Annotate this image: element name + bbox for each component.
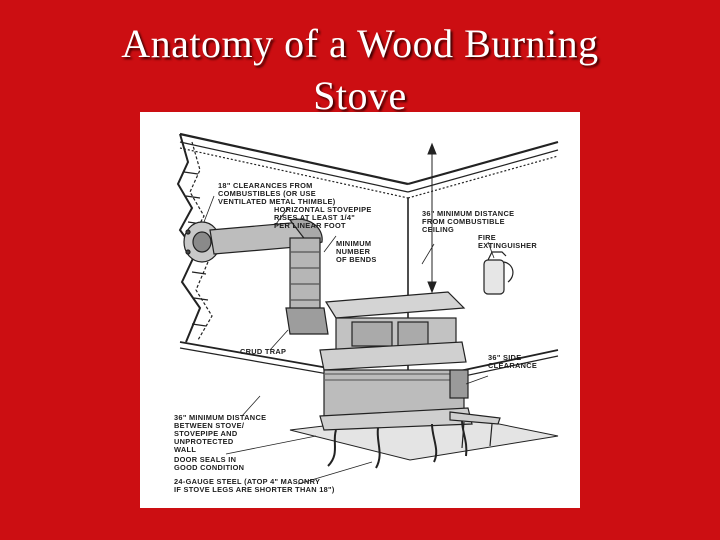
label-clearance-line-2: COMBUSTIBLES (OR USE [218,189,316,198]
label-crud-trap: CRUD TRAP [240,347,286,356]
label-ceiling-line-1: 36" MINIMUM DISTANCE [422,209,514,218]
label-stovepipe-line-1: HORIZONTAL STOVEPIPE [274,205,372,214]
thimble [183,221,221,263]
label-stovepipe-line-3: PER LINEAR FOOT [274,221,346,230]
label-bends-line-1: MINIMUM [336,239,371,248]
stovepipe [209,218,329,335]
label-bends-line-3: OF BENDS [336,255,377,264]
label-steel-line-1: 24-GAUGE STEEL (ATOP 4" MASONRY [174,477,320,486]
label-ceiling-line-3: CEILING [422,225,454,234]
label-bends-line-2: NUMBER [336,247,371,256]
label-steel-line-2: IF STOVE LEGS ARE SHORTER THAN 18") [174,485,335,494]
label-wall-line-2: BETWEEN STOVE/ [174,421,244,430]
label-extinguisher-line-1: FIRE [478,233,496,242]
label-wall-line-5: WALL [174,445,196,454]
label-ceiling-line-2: FROM COMBUSTIBLE [422,217,505,226]
label-clearance-line-1: 18" CLEARANCES FROM [218,181,313,190]
fire-extinguisher-illustration [483,251,514,295]
label-stovepipe-line-2: RISES AT LEAST 1/4" [274,213,355,222]
label-wall-line-4: UNPROTECTED [174,437,234,446]
label-door-seals-line-2: GOOD CONDITION [174,463,244,472]
leader-lines [203,195,495,485]
ceiling-clearance-arrow [427,142,437,294]
label-door-seals-line-1: DOOR SEALS IN [174,455,236,464]
stove-illustration: 18" CLEARANCES FROM COMBUSTIBLES (OR USE… [174,132,559,494]
label-clearance-line-3: VENTILATED METAL THIMBLE) [218,197,336,206]
slide-title-line-2: Stove [313,73,407,118]
stove-diagram: 18" CLEARANCES FROM COMBUSTIBLES (OR USE… [140,112,580,508]
label-wall-line-1: 36" MINIMUM DISTANCE [174,413,266,422]
slide-title: Anatomy of a Wood Burning Stove [0,18,720,122]
label-wall-line-3: STOVEPIPE AND [174,429,238,438]
diagram-labels: 18" CLEARANCES FROM COMBUSTIBLES (OR USE… [174,181,537,494]
label-extinguisher-line-2: EXTINGUISHER [478,241,537,250]
label-side-clearance-line-1: 36" SIDE [488,353,521,362]
stove [319,291,501,469]
slide-title-line-1: Anatomy of a Wood Burning [121,21,599,66]
label-side-clearance-line-2: CLEARANCE [488,361,537,370]
